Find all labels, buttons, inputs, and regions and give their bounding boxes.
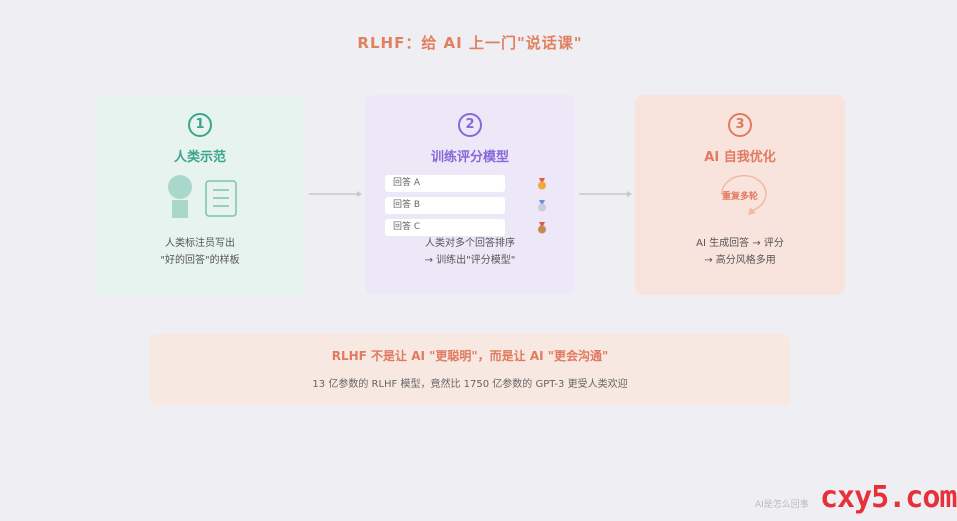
step-card-self-optimize: 3 AI 自我优化 重复多轮 AI 生成回答 → 评分 → 高分风格多用	[635, 95, 845, 295]
bronze-medal-icon	[538, 222, 546, 234]
step-number-1: 1	[95, 113, 305, 137]
page-title: RLHF：给 AI 上一门"说话课"	[357, 34, 583, 52]
step-desc-2-line2: → 训练出"评分模型"	[424, 255, 516, 266]
step-desc-1-line2: "好的回答"的样板	[160, 255, 240, 266]
banner-subtitle: 13 亿参数的 RLHF 模型，竟然比 1750 亿参数的 GPT-3 更受人类…	[312, 379, 628, 390]
step-card-human-demo: 1 人类示范 人类标注员写出 "好的回答"的样板	[95, 95, 305, 295]
cycle-icon	[721, 175, 767, 215]
step-desc-3-line1: AI 生成回答 → 评分	[696, 238, 784, 249]
step-card-reward-model: 2 训练评分模型 回答 A 回答 B 回答 C 人类对多个回答排序 → 训练出"…	[365, 95, 575, 295]
watermark-text: AI是怎么回事	[755, 500, 809, 510]
brand-logo: cxy5.com	[820, 480, 957, 515]
banner-title: RLHF 不是让 AI "更聪明"，而是让 AI "更会沟通"	[331, 349, 609, 363]
step-desc-2-line1: 人类对多个回答排序	[425, 238, 515, 249]
step-title-2: 训练评分模型	[430, 150, 509, 165]
summary-banner: RLHF 不是让 AI "更聪明"，而是让 AI "更会沟通" 13 亿参数的 …	[150, 334, 790, 405]
arrow-right-icon	[579, 191, 632, 197]
step-number-3: 3	[635, 113, 845, 137]
answer-item: 回答 A	[385, 175, 505, 192]
answer-item: 回答 B	[385, 197, 505, 214]
arrow-right-icon	[309, 191, 362, 197]
cycle-label: 重复多轮	[721, 192, 758, 202]
step-desc-3-line2: → 高分风格多用	[704, 255, 776, 266]
person-document-icon	[168, 175, 237, 218]
step-title-3: AI 自我优化	[704, 150, 776, 165]
step-desc-1-line1: 人类标注员写出	[165, 238, 235, 249]
step-title-1: 人类示范	[173, 150, 226, 165]
gold-medal-icon	[538, 178, 546, 190]
silver-medal-icon	[538, 200, 546, 212]
step-number-2: 2	[365, 113, 575, 137]
answer-item: 回答 C	[385, 219, 505, 236]
